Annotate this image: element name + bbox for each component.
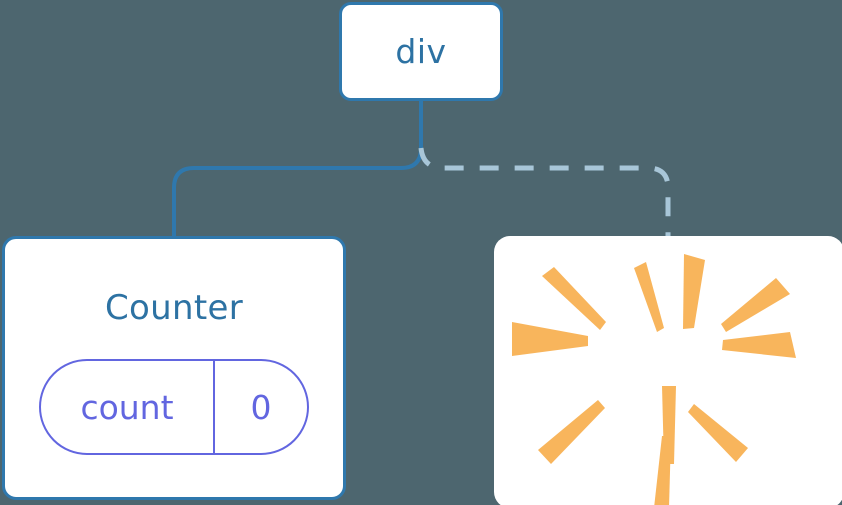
node-counter[interactable]: Counter count 0 — [2, 236, 346, 500]
edge-div-to-counter — [172, 99, 423, 238]
edge-div-to-sparkle — [418, 147, 671, 236]
node-div[interactable]: div — [339, 2, 503, 101]
state-pill-count[interactable]: count 0 — [39, 359, 309, 455]
sparkle-burst-icon — [512, 254, 796, 505]
node-sparkle[interactable] — [494, 236, 842, 505]
state-pill-key: count — [80, 387, 174, 427]
state-pill-value: 0 — [213, 361, 307, 453]
node-counter-label: Counter — [105, 288, 243, 328]
node-div-label: div — [395, 32, 447, 71]
